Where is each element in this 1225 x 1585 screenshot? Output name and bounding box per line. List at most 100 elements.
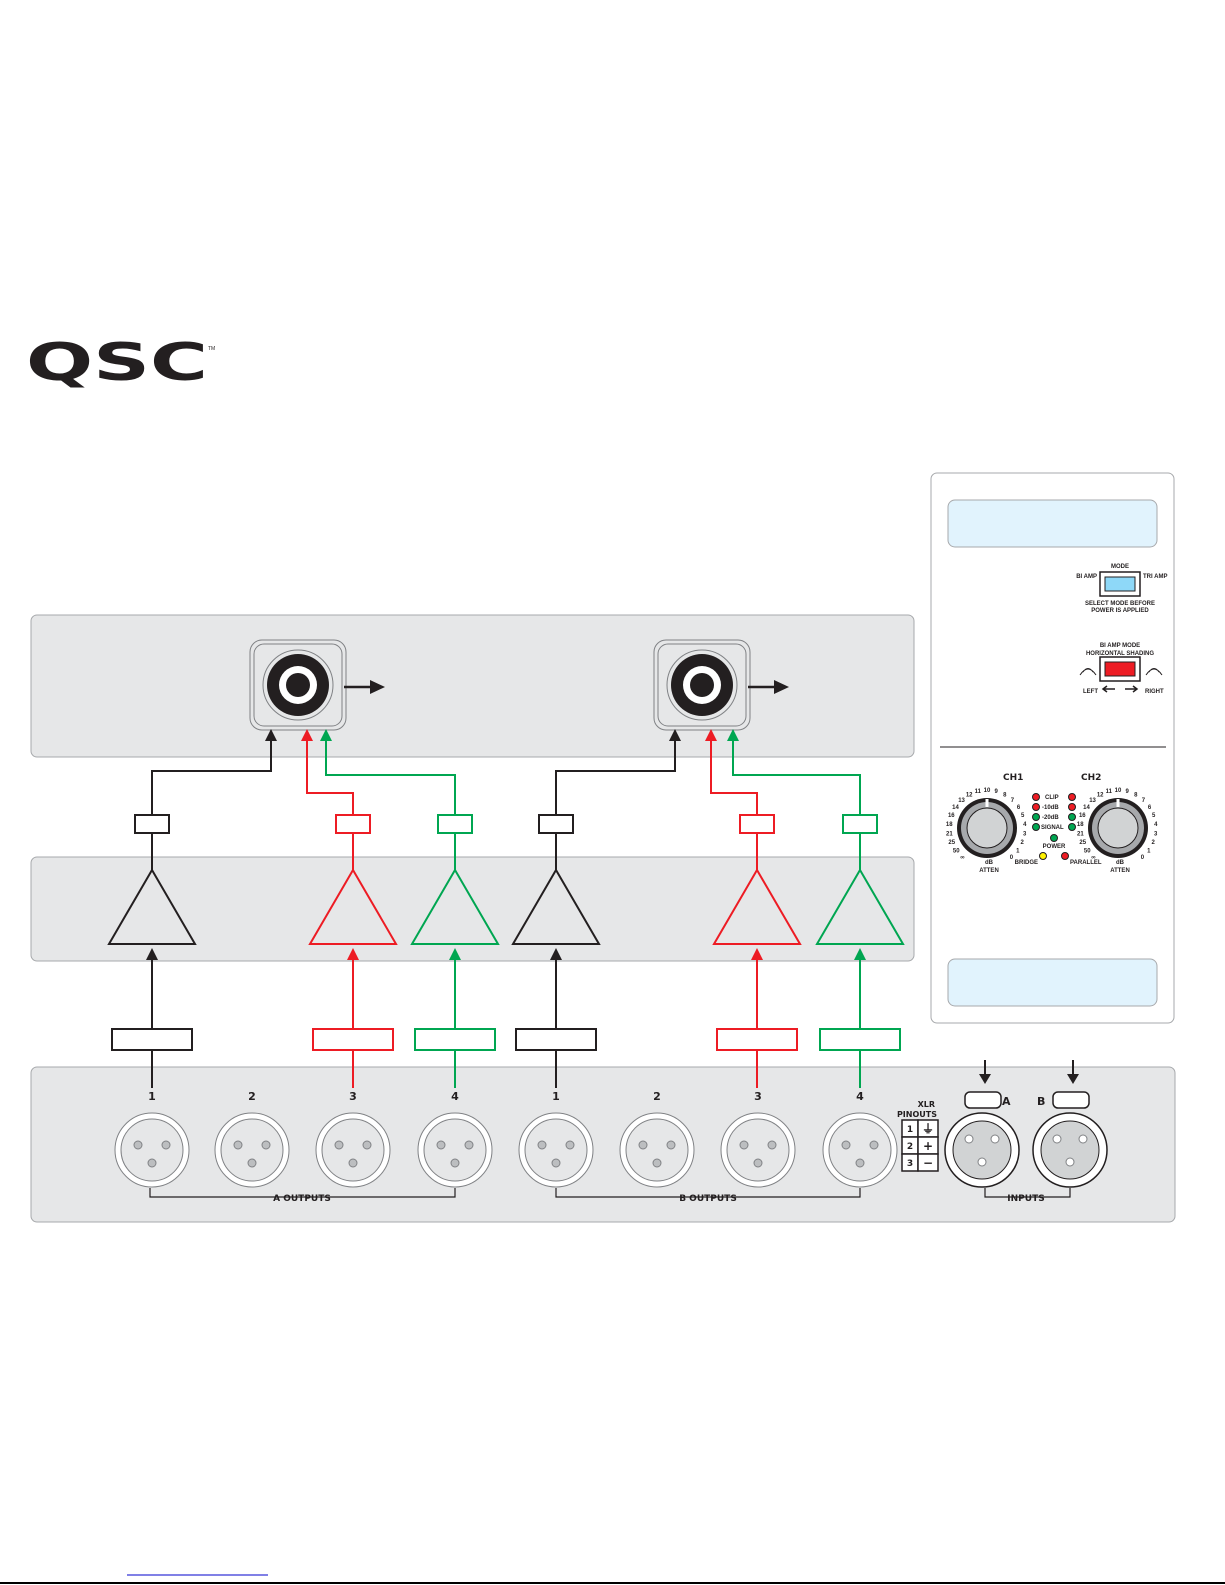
xlr-pin (147, 1158, 157, 1168)
knob-scale-label: 50 (1084, 848, 1091, 854)
xlr-face (828, 1118, 892, 1182)
indicator-led (1032, 813, 1040, 821)
knob-scale-label: 7 (1142, 798, 1146, 804)
knob-scale-label: 0 (1010, 855, 1014, 861)
speaker-wire-red (306, 741, 354, 870)
xlr-face (1040, 1120, 1100, 1180)
indicator-led (1032, 793, 1040, 801)
wire-label-box-black (134, 814, 170, 834)
indicator-led (1068, 803, 1076, 811)
speakon-ring (262, 649, 334, 721)
bracket-line (984, 1188, 1071, 1198)
front-panel-controls: CH1 CH2 CLIP -10dB -20dB SIGNAL POWER BR… (979, 773, 1130, 874)
xlr-face (726, 1118, 790, 1182)
knob-scale-label: 13 (1089, 798, 1096, 804)
xlr-face (120, 1118, 184, 1182)
speakon-frame (253, 643, 343, 727)
output-number-label: 3 (754, 1090, 762, 1103)
mode-switch-slider[interactable] (1104, 576, 1136, 592)
xlr-pin (739, 1140, 749, 1150)
mode-title: MODE (1111, 564, 1129, 570)
xlr-pin (551, 1158, 561, 1168)
direction-arrows-icon (1101, 685, 1139, 693)
knob-scale-label: 11 (1106, 789, 1113, 795)
xlr-latch-button[interactable] (1052, 1091, 1090, 1109)
output-number-label: 1 (148, 1090, 156, 1103)
pinout-pin: 1 (907, 1125, 913, 1135)
bracket-line (149, 1188, 456, 1198)
xlr-socket (1065, 1157, 1075, 1167)
logo-trademark: TM (208, 346, 215, 352)
amplifier-triangle-black (107, 868, 197, 945)
knob-pointer (985, 799, 989, 807)
speaker-wire-green (732, 741, 861, 870)
ch1-label: CH1 (1003, 773, 1023, 783)
arrow-up-icon (449, 948, 461, 960)
mode-bi-amp: BI AMP (1076, 574, 1097, 580)
signal-label-box-green (819, 1028, 901, 1051)
knob-scale-label: 9 (1126, 789, 1130, 795)
pinout-cell (917, 1153, 939, 1172)
xlr-socket (977, 1157, 987, 1167)
knob-scale-label: 12 (1097, 792, 1104, 798)
parallel-label: PARALLEL (1070, 860, 1102, 866)
amplifier-triangle-green (815, 868, 905, 945)
knob-scale-label: 6 (1148, 805, 1152, 811)
arrow-up-icon (705, 729, 717, 741)
mode-note-2: POWER IS APPLIED (1091, 608, 1149, 614)
shading-switch-slider[interactable] (1104, 661, 1136, 677)
xlr-pin (841, 1140, 851, 1150)
xlr-face (423, 1118, 487, 1182)
xlr-face (524, 1118, 588, 1182)
output-number-label: 4 (856, 1090, 864, 1103)
xlr-pin (247, 1158, 257, 1168)
knob-scale-label: 13 (958, 798, 965, 804)
ch1-atten-label: ATTEN (979, 868, 999, 874)
signal-label-box-black (111, 1028, 193, 1051)
led-20db-label: -20dB (1042, 815, 1059, 821)
knob-cap (1097, 807, 1139, 849)
bracket-line (555, 1188, 861, 1198)
ch1-db-label: dB (985, 860, 994, 866)
xlr-latch-button[interactable] (964, 1091, 1002, 1109)
speakon-ring (666, 649, 738, 721)
shading-left: LEFT (1083, 689, 1098, 695)
shading-title-1: BI AMP MODE (1100, 643, 1140, 649)
signal-label-box-green (414, 1028, 496, 1051)
knob-scale-label: 0 (1141, 855, 1145, 861)
xlr-socket (964, 1134, 974, 1144)
speaker-wire-black (151, 741, 272, 870)
led-clip-label: CLIP (1045, 795, 1059, 801)
pinout-pin: 3 (907, 1159, 913, 1169)
xlr-socket (990, 1134, 1000, 1144)
indicator-led (1068, 793, 1076, 801)
arrow-up-icon (751, 948, 763, 960)
xlr-pin (261, 1140, 271, 1150)
arrow-up-icon (146, 948, 158, 960)
a-outputs-label: A OUTPUTS (273, 1194, 331, 1204)
xlr-pin (436, 1140, 446, 1150)
pinouts-title: PINOUTS (897, 1110, 937, 1119)
xlr-pin (233, 1140, 243, 1150)
arrow-up-icon (320, 729, 332, 741)
settings-side-panel (930, 472, 1175, 1024)
xlr-pin (638, 1140, 648, 1150)
qsc-logo: QSC TM (26, 333, 215, 393)
knob-scale-label: 25 (948, 840, 955, 846)
shading-title-2: HORIZONTAL SHADING (1086, 651, 1154, 657)
output-number-label: 1 (552, 1090, 560, 1103)
xlr-pin (869, 1140, 879, 1150)
knob-scale-label: 9 (995, 789, 999, 795)
xlr-face (321, 1118, 385, 1182)
amplifier-triangle-red (712, 868, 802, 945)
xlr-pin (133, 1140, 143, 1150)
knob-scale-label: 4 (1154, 822, 1158, 828)
ch2-atten-label: ATTEN (1110, 868, 1130, 874)
shading-right: RIGHT (1145, 689, 1164, 695)
mode-note-1: SELECT MODE BEFORE (1085, 601, 1155, 607)
arrow-up-icon (727, 729, 739, 741)
amplifier-triangle-green (410, 868, 500, 945)
power-led (1050, 834, 1058, 842)
